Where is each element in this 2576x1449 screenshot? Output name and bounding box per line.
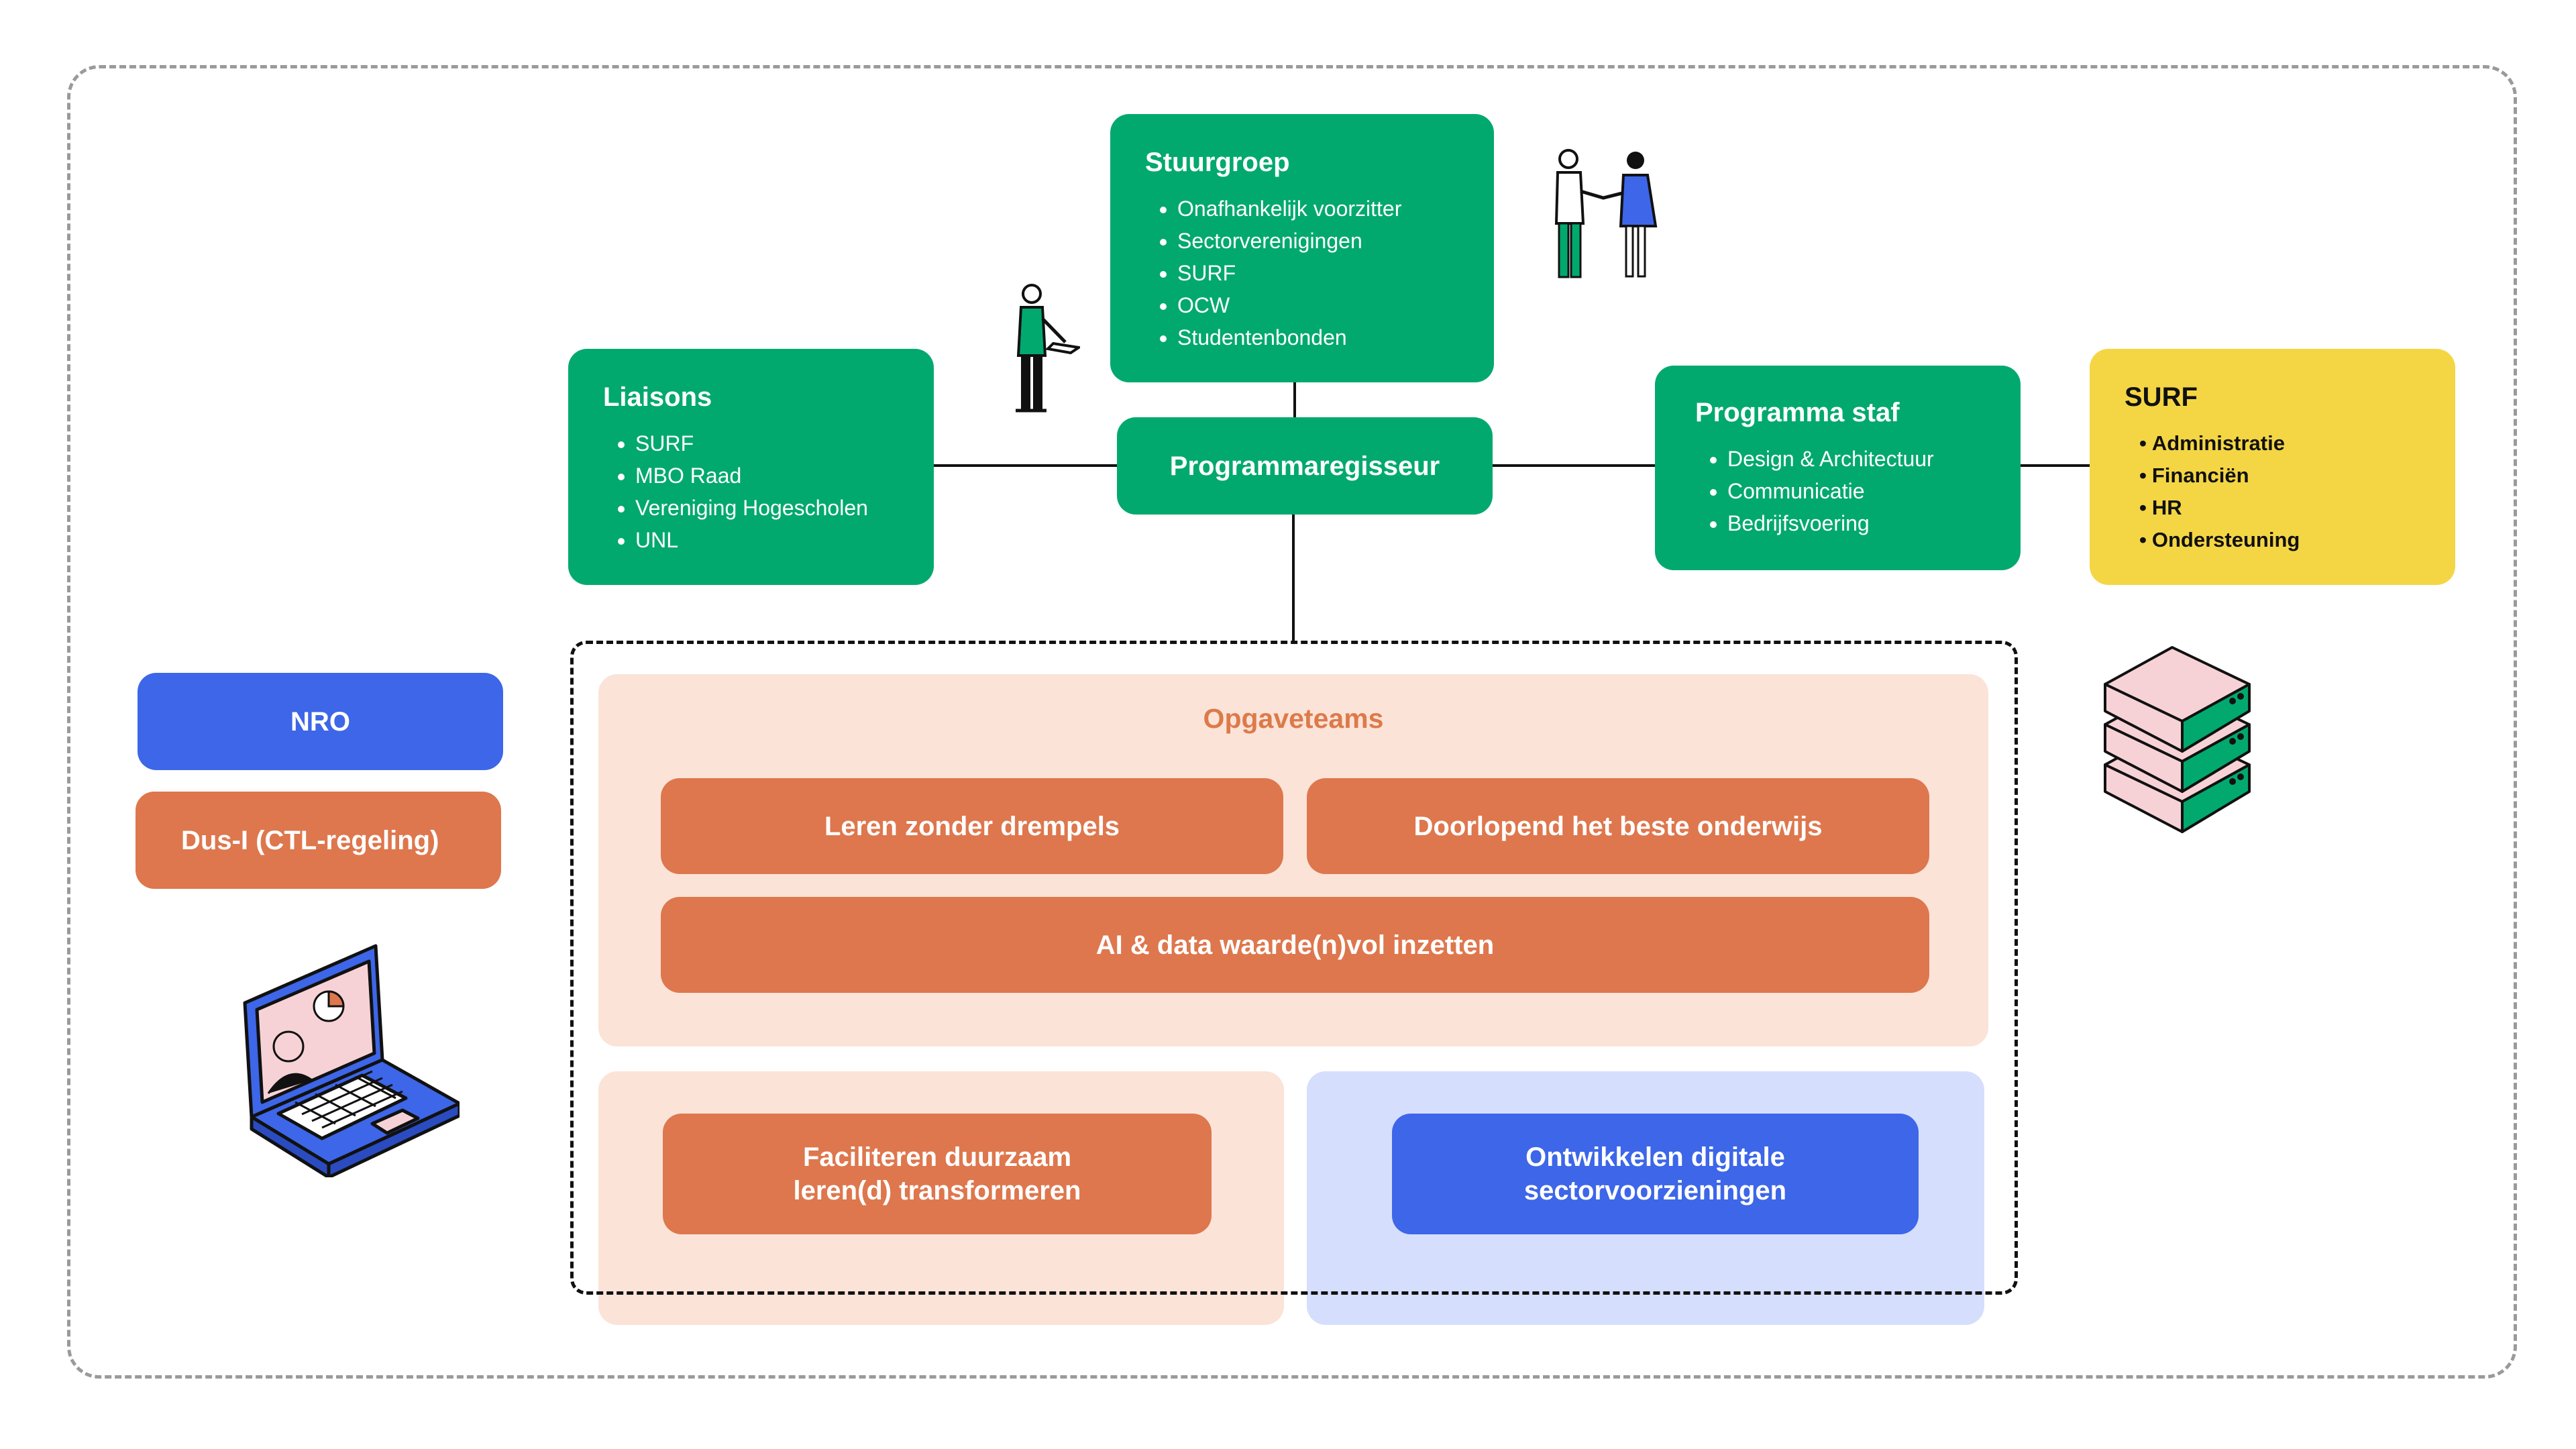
team-label: AI & data waarde(n)vol inzetten — [1095, 930, 1495, 960]
surf-box: SURF Administratie Financiën HR Onderste… — [2090, 349, 2455, 585]
team-label: Leren zonder drempels — [824, 811, 1120, 841]
list-item: OCW — [1177, 289, 1459, 321]
programma-staf-list: Design & Architectuur Communicatie Bedri… — [1695, 443, 1986, 539]
person-with-laptop-icon — [1016, 284, 1080, 413]
list-item: Vereniging Hogescholen — [635, 492, 899, 524]
ontwikkelen-box: Ontwikkelen digitale sectorvoorzieningen — [1392, 1114, 1919, 1234]
ontwikkelen-line-2: sectorvoorzieningen — [1523, 1176, 1787, 1205]
dusi-label: Dus-I (CTL-regeling) — [181, 825, 439, 855]
team-label: Doorlopend het beste onderwijs — [1413, 811, 1823, 841]
list-item: SURF — [1177, 257, 1459, 289]
nro-box: NRO — [138, 673, 503, 770]
list-item: Studentenbonden — [1177, 321, 1459, 354]
team-leren-zonder-drempels: Leren zonder drempels — [661, 778, 1283, 874]
laptop-video-call-icon — [243, 944, 460, 1177]
faciliteren-line-1: Faciliteren duurzaam — [802, 1142, 1072, 1172]
surf-list: Administratie Financiën HR Ondersteuning — [2125, 427, 2420, 556]
connector-liaisons-regisseur — [932, 464, 1117, 467]
list-item: Communicatie — [1727, 475, 1986, 507]
liaisons-list: SURF MBO Raad Vereniging Hogescholen UNL — [603, 427, 899, 556]
list-item: Bedrijfsvoering — [1727, 507, 1986, 539]
list-item: SURF — [635, 427, 899, 460]
liaisons-box: Liaisons SURF MBO Raad Vereniging Hogesc… — [568, 349, 934, 585]
programmaregisseur-box: Programmaregisseur — [1117, 417, 1493, 515]
opgaveteams-title: Opgaveteams — [1203, 703, 1384, 734]
opgaveteams-dashed-boundary — [570, 641, 2018, 1295]
programma-staf-title: Programma staf — [1695, 398, 1900, 427]
team-doorlopend-beste-onderwijs: Doorlopend het beste onderwijs — [1307, 778, 1929, 874]
server-stack-icon — [2104, 646, 2251, 833]
list-item: Ondersteuning — [2139, 524, 2420, 556]
nro-label: NRO — [290, 706, 350, 737]
list-item: MBO Raad — [635, 460, 899, 492]
stuurgroep-box: Stuurgroep Onafhankelijk voorzitter Sect… — [1110, 114, 1494, 382]
connector-staf-surf — [2019, 464, 2090, 467]
list-item: Onafhankelijk voorzitter — [1177, 193, 1459, 225]
ontwikkelen-line-1: Ontwikkelen digitale — [1525, 1142, 1785, 1172]
list-item: Sectorverenigingen — [1177, 225, 1459, 257]
faciliteren-line-2: leren(d) transformeren — [793, 1176, 1081, 1205]
list-item: Administratie — [2139, 427, 2420, 460]
connector-regisseur-staf — [1491, 464, 1655, 467]
stuurgroep-list: Onafhankelijk voorzitter Sectorverenigin… — [1145, 193, 1459, 354]
outer-frame — [67, 65, 2517, 1379]
surf-title: SURF — [2125, 382, 2198, 412]
dusi-box: Dus-I (CTL-regeling) — [136, 792, 501, 889]
faciliteren-box: Faciliteren duurzaam leren(d) transforme… — [663, 1114, 1212, 1234]
programma-staf-box: Programma staf Design & Architectuur Com… — [1655, 366, 2021, 570]
connector-regisseur-opgaveteams — [1292, 513, 1295, 643]
list-item: HR — [2139, 492, 2420, 524]
list-item: Design & Architectuur — [1727, 443, 1986, 475]
liaisons-title: Liaisons — [603, 382, 712, 412]
programmaregisseur-label: Programmaregisseur — [1169, 451, 1440, 481]
list-item: UNL — [635, 524, 899, 556]
stuurgroep-title: Stuurgroep — [1145, 148, 1290, 177]
handshake-people-icon — [1554, 149, 1658, 278]
connector-stuurgroep-regisseur — [1293, 382, 1296, 420]
team-ai-data: AI & data waarde(n)vol inzetten — [661, 897, 1929, 993]
list-item: Financiën — [2139, 460, 2420, 492]
